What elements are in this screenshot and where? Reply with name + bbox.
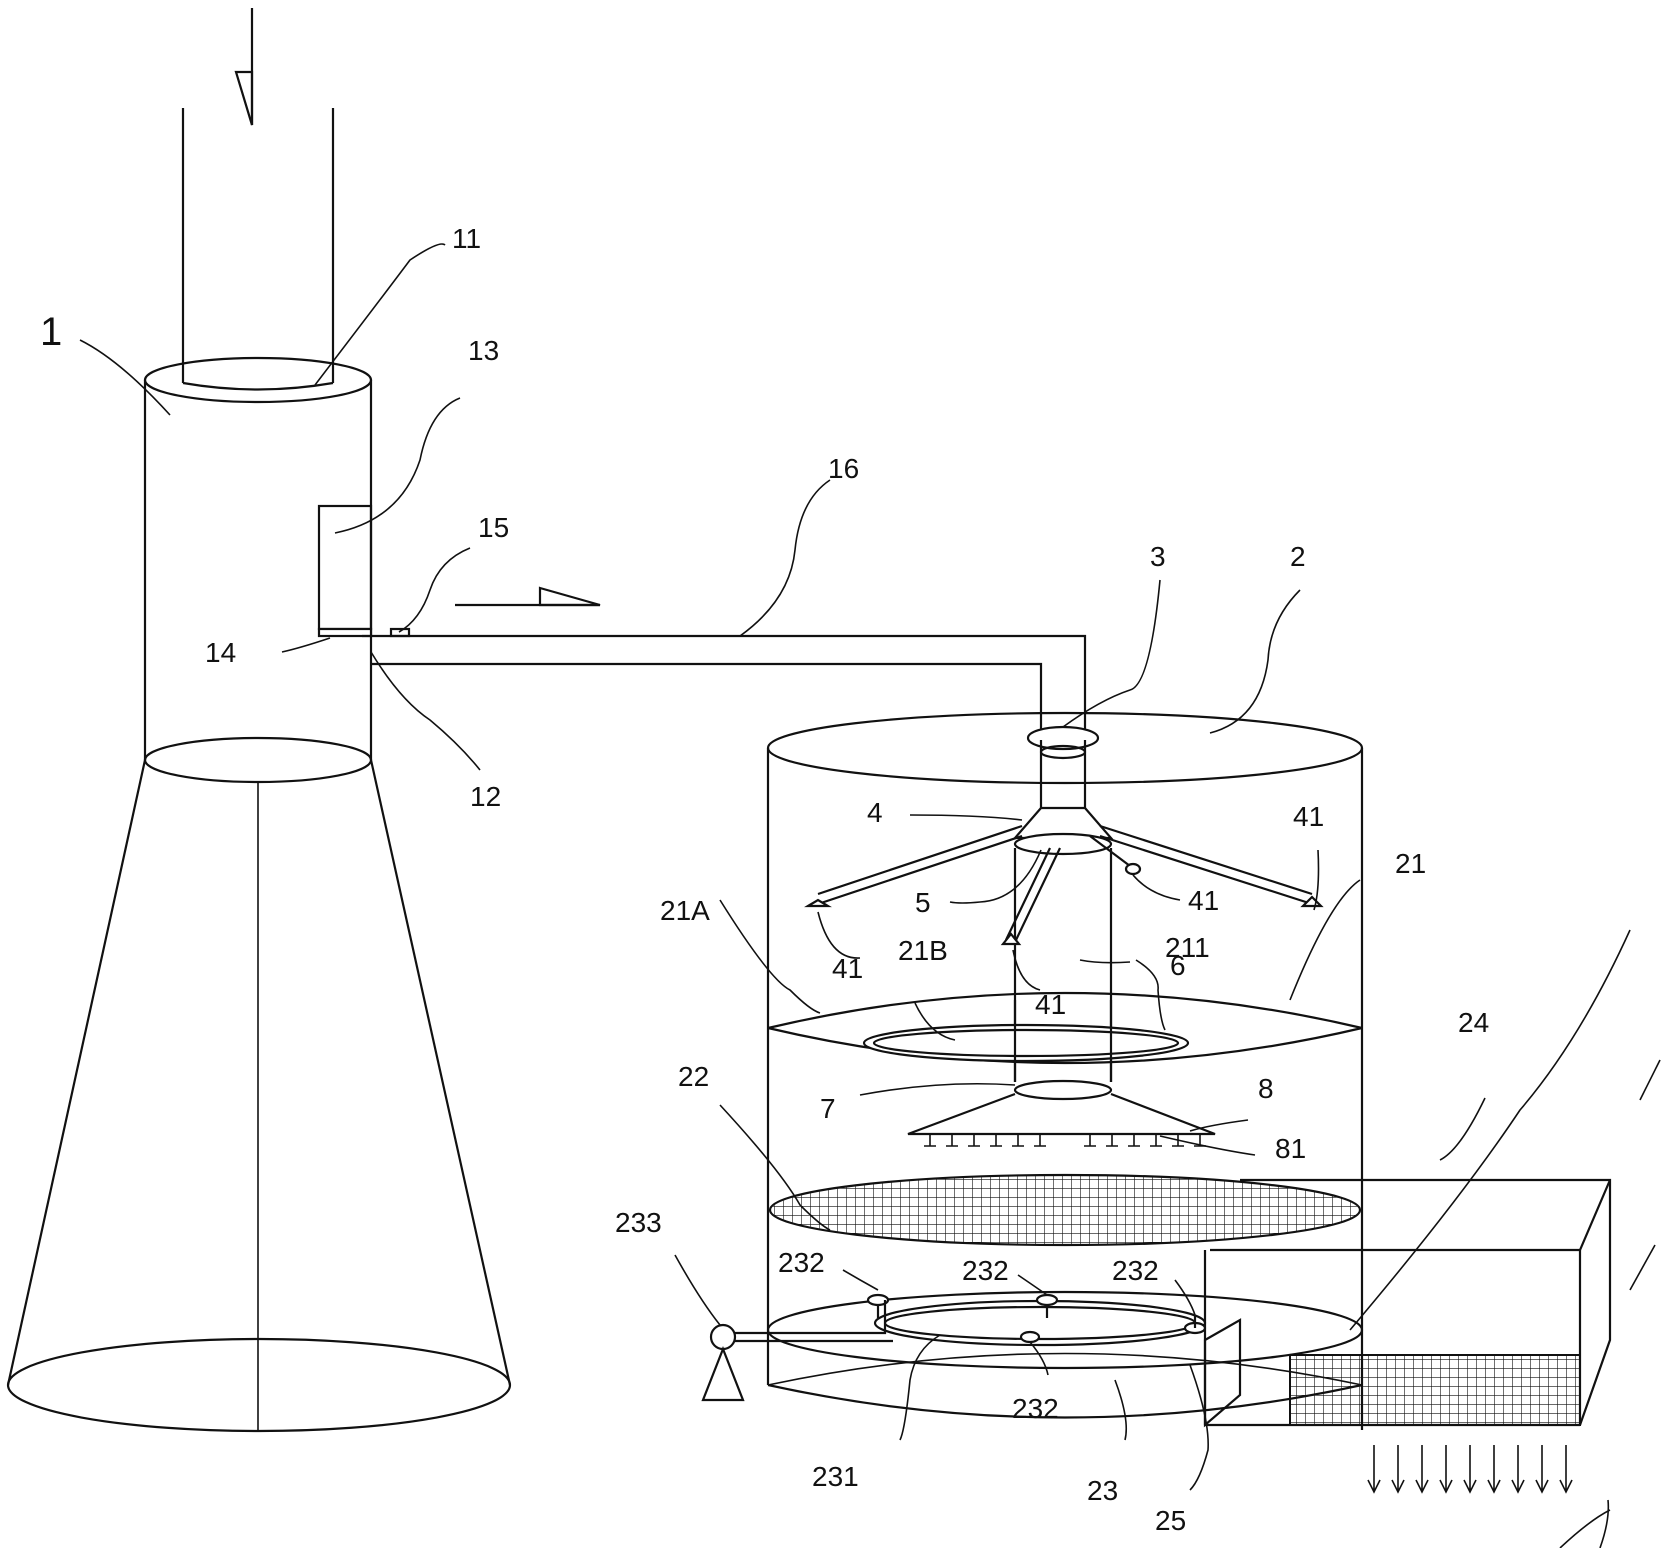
trough-24 <box>1203 1059 1661 1548</box>
pipe-16-top-edge <box>371 634 1087 740</box>
label-3: 3 <box>1150 541 1166 572</box>
tank-2 <box>701 711 1364 1430</box>
edge-mark-2 <box>1629 1244 1656 1291</box>
flow-arrow-head <box>538 586 601 607</box>
screen-22 <box>768 1173 1362 1247</box>
label-233: 233 <box>615 1207 662 1238</box>
label-41-inner: 41 <box>1188 885 1219 916</box>
nozzle-41-inner <box>1124 862 1142 876</box>
label-41-left: 41 <box>832 953 863 984</box>
hood-8 <box>907 1092 1216 1136</box>
cone-left-side <box>6 759 147 1386</box>
label-2: 2 <box>1290 541 1306 572</box>
pipe-inner-rim <box>182 381 334 391</box>
label-25: 25 <box>1155 1505 1186 1536</box>
edge-mark-4 <box>1559 1509 1611 1548</box>
down-pipe-ring <box>1039 744 1087 760</box>
pump-233 <box>709 1323 737 1351</box>
distributor-4 <box>1012 806 1114 840</box>
label-6: 6 <box>1170 950 1186 981</box>
coupling-7 <box>1013 1079 1113 1101</box>
component-14 <box>317 627 373 638</box>
label-8: 8 <box>1258 1073 1274 1104</box>
label-4: 4 <box>867 797 883 828</box>
label-24: 24 <box>1458 1007 1489 1038</box>
pipe-16 <box>362 586 1087 740</box>
trough-24-top-edge <box>1240 1178 1612 1426</box>
spray-arm-short <box>1089 835 1131 867</box>
label-232-a: 232 <box>778 1247 825 1278</box>
labels: 1 11 13 15 14 12 16 3 2 4 41 41 5 41 41 … <box>40 223 1489 1536</box>
leader-lines <box>79 243 1631 1491</box>
nozzles-232 <box>866 1293 1207 1344</box>
label-11: 11 <box>452 223 481 254</box>
label-5: 5 <box>915 887 931 918</box>
label-81: 81 <box>1275 1133 1306 1164</box>
cone-base-ellipse <box>6 1337 512 1433</box>
label-211: 211 <box>1165 932 1210 963</box>
label-21B: 21B <box>898 935 948 966</box>
label-41-right: 41 <box>1293 801 1324 832</box>
outflow-arrows <box>1367 1445 1573 1494</box>
label-231: 231 <box>812 1461 859 1492</box>
tray-21B <box>862 1023 1190 1063</box>
spray-arm-left <box>817 824 1023 906</box>
cone-top-ellipse <box>143 736 373 784</box>
vessel-1 <box>6 8 512 1433</box>
nozzle-row-81 <box>924 1134 1206 1147</box>
outlet-25 <box>1203 1318 1242 1428</box>
trough-24-screen <box>1289 1354 1581 1426</box>
label-7: 7 <box>820 1093 836 1124</box>
label-232-d: 232 <box>1012 1393 1059 1424</box>
cone-right-side <box>369 759 512 1386</box>
label-14: 14 <box>205 637 236 668</box>
label-15: 15 <box>478 512 509 543</box>
edge-mark-3 <box>1599 1499 1610 1548</box>
pump-line <box>735 1300 893 1343</box>
tank-bottom-back <box>767 1352 1363 1386</box>
label-41-center: 41 <box>1035 989 1066 1020</box>
label-232-c: 232 <box>1112 1255 1159 1286</box>
nozzle-41-left <box>804 898 832 908</box>
edge-mark-1 <box>1639 1059 1661 1101</box>
nozzle-41-center <box>1000 932 1022 946</box>
label-232-b: 232 <box>962 1255 1009 1286</box>
inlet-arrow-head <box>234 70 254 126</box>
ring-211 <box>872 1028 1180 1058</box>
pump-233-stand <box>701 1345 745 1402</box>
label-21: 21 <box>1395 848 1426 879</box>
label-16: 16 <box>828 453 859 484</box>
spray-arm-center <box>1005 847 1061 941</box>
label-21A: 21A <box>660 895 710 926</box>
pipe-16-bottom-edge <box>371 662 1043 740</box>
label-22: 22 <box>678 1061 709 1092</box>
label-23: 23 <box>1087 1475 1118 1506</box>
distributor-4-base <box>1013 832 1113 856</box>
chamber-23-top <box>766 1290 1364 1370</box>
label-1: 1 <box>40 310 62 354</box>
spray-arm-right <box>1099 824 1313 906</box>
tank-bottom-front <box>767 1383 1363 1419</box>
label-13: 13 <box>468 335 499 366</box>
label-12: 12 <box>470 781 501 812</box>
cylinder-top-ellipse <box>143 356 373 404</box>
